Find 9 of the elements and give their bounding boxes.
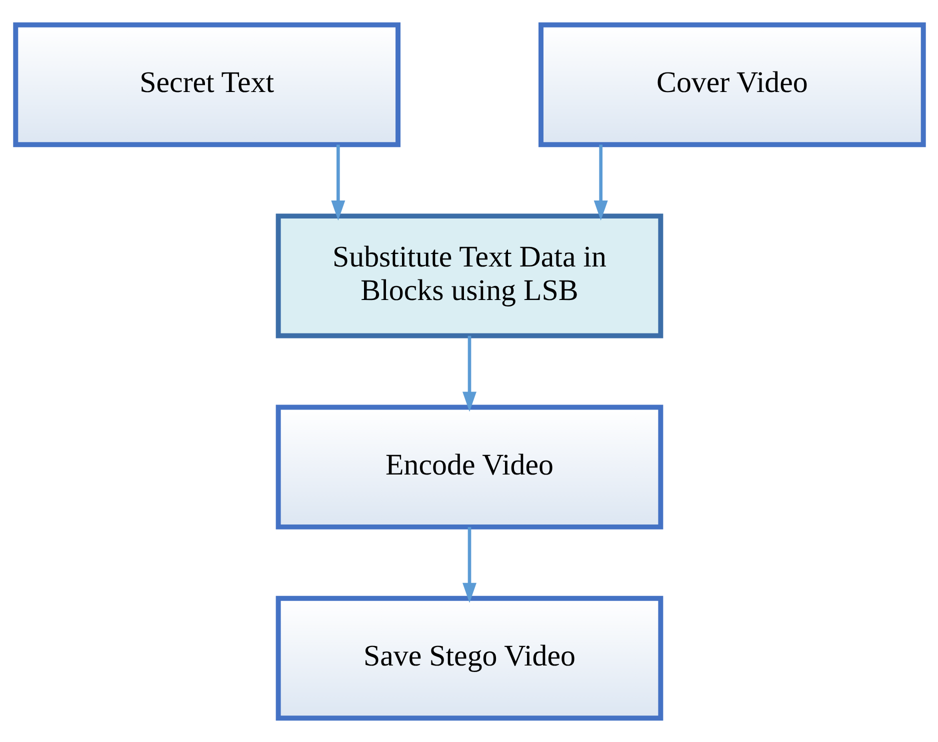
node-box: Cover Video: [538, 22, 926, 147]
node-box: Secret Text: [12, 22, 400, 147]
node-box: Encode Video: [275, 404, 663, 529]
node-box: Save Stego Video: [275, 595, 663, 720]
arrow: [330, 144, 345, 220]
arrow: [462, 335, 476, 412]
node-box: Substitute Text Data in Blocks using LSB: [275, 213, 663, 338]
arrow: [593, 144, 608, 220]
arrow: [462, 526, 476, 602]
